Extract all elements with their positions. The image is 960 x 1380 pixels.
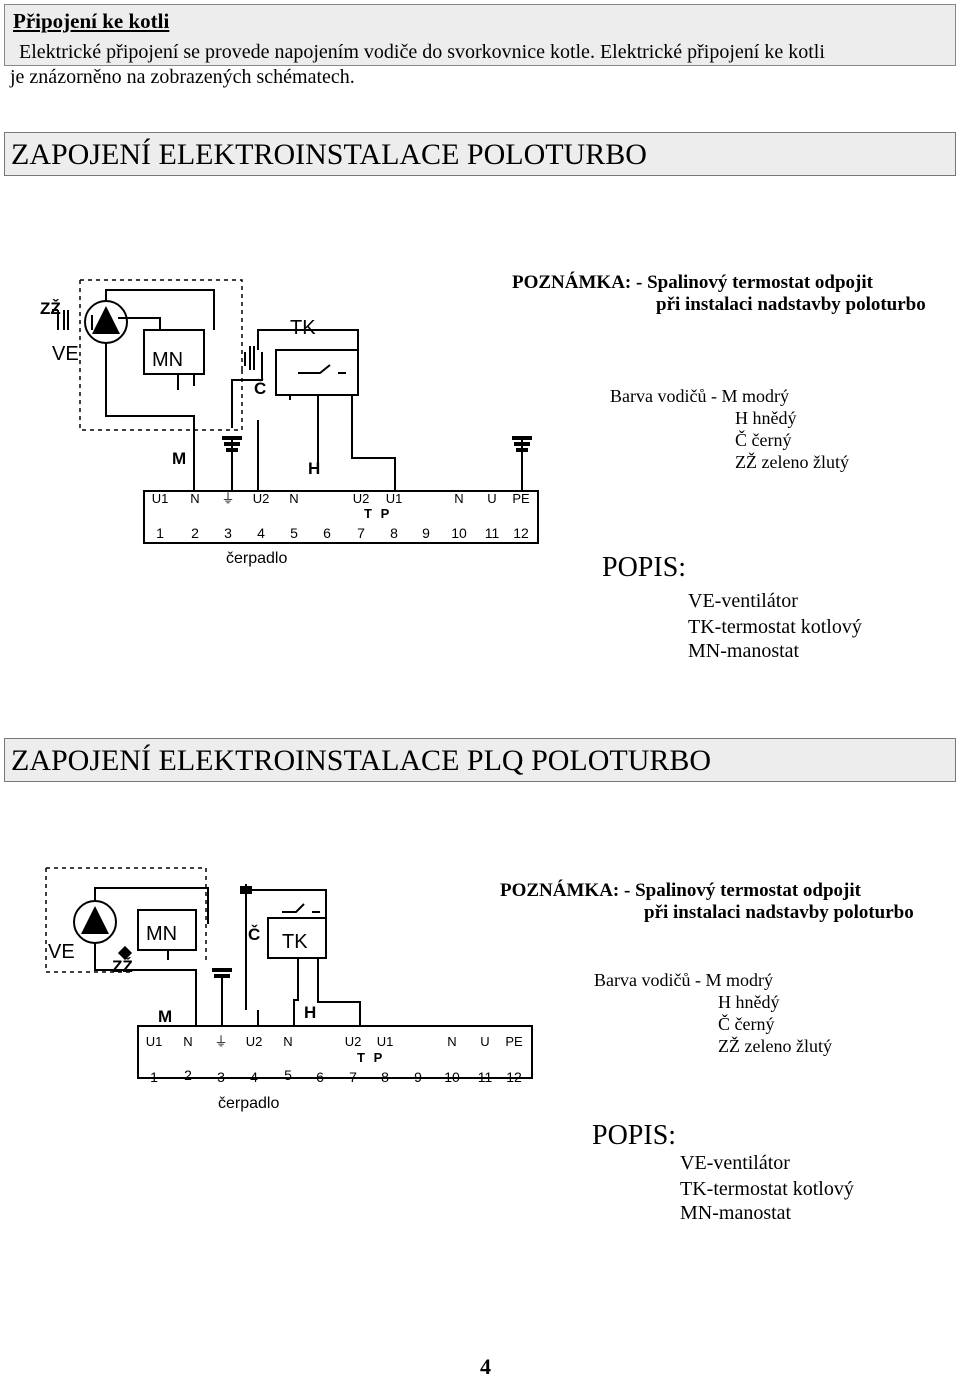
d1-term-num-12: 12: [513, 525, 529, 541]
page-number: 4: [480, 1354, 491, 1379]
s1-colors-line4: ZŽ zeleno žlutý: [735, 452, 849, 472]
d1-term-num-11: 11: [485, 525, 500, 541]
d1-label-c: Č: [254, 379, 266, 398]
intro-title: Připojení ke kotli: [13, 9, 170, 33]
d1-term-label-4: U2: [253, 491, 270, 506]
d1-term-num-10: 10: [451, 525, 467, 541]
d2-term-num-4: 4: [250, 1069, 258, 1085]
d2-term-num-6: 6: [316, 1069, 324, 1085]
d1-term-num-5: 5: [290, 525, 298, 541]
d1-term-label-10: N: [454, 491, 463, 506]
d2-tp-p: P: [374, 1050, 383, 1065]
intro-box: Připojení ke kotli Elektrické připojení …: [4, 4, 956, 66]
d1-label-m: M: [172, 449, 186, 468]
d1-term-num-8: 8: [390, 525, 398, 541]
d2-term-label-8: U1: [377, 1034, 394, 1049]
s1-colors-line2: H hnědý: [735, 408, 797, 428]
s2-colors-line4: ZŽ zeleno žlutý: [718, 1036, 832, 1056]
d1-term-num-3: 3: [224, 525, 232, 541]
section1-header: ZAPOJENÍ ELEKTROINSTALACE POLOTURBO: [4, 132, 956, 176]
d1-term-label-5: N: [289, 491, 298, 506]
d2-label-c: Č: [248, 925, 260, 944]
section2-header: ZAPOJENÍ ELEKTROINSTALACE PLQ POLOTURBO: [4, 738, 956, 782]
section2-title: ZAPOJENÍ ELEKTROINSTALACE PLQ POLOTURBO: [11, 744, 712, 777]
d2-label-mn: MN: [146, 923, 177, 945]
section1-title: ZAPOJENÍ ELEKTROINSTALACE POLOTURBO: [11, 138, 647, 171]
d1-tp-p: P: [381, 506, 390, 521]
d1-term-num-2: 2: [191, 525, 199, 541]
d2-label-tk: TK: [282, 931, 308, 953]
s1-popis-item-1: VE-ventilátor: [688, 590, 798, 612]
s1-popis-item-3: MN-manostat: [688, 640, 800, 662]
d2-term-num-3: 3: [217, 1069, 225, 1085]
s2-colors-line1: Barva vodičů - M modrý: [594, 970, 773, 990]
d2-label-zz: ZŽ: [112, 957, 133, 976]
d1-term-num-7: 7: [357, 525, 365, 541]
d2-term-num-10: 10: [444, 1069, 460, 1085]
s2-note-line2: při instalaci nadstavby poloturbo: [644, 902, 914, 923]
s1-note-line1: POZNÁMKA: - Spalinový termostat odpojit: [512, 272, 873, 293]
d1-term-num-1: 1: [156, 525, 164, 541]
d2-term-label-7: U2: [345, 1034, 362, 1049]
d2-term-label-2: N: [183, 1034, 192, 1049]
d2-term-num-5: 5: [284, 1067, 292, 1083]
d1-label-pump: čerpadlo: [226, 550, 287, 567]
wiring-diagram-2: U1 N ⏚ U2 N U2 U1 N U PE T P 1 2 3 4 5 6…: [45, 867, 533, 1112]
d1-label-zz: ZŽ: [40, 299, 61, 318]
d2-term-label-5: N: [283, 1034, 292, 1049]
d2-term-num-2: 2: [184, 1067, 192, 1083]
s2-note-line1: POZNÁMKA: - Spalinový termostat odpojit: [500, 880, 861, 901]
s1-colors-line3: Č černý: [735, 430, 792, 450]
d1-term-label-2: N: [190, 491, 199, 506]
d2-term-num-11: 11: [478, 1069, 493, 1085]
d1-label-mn: MN: [152, 349, 183, 371]
s2-colors-line3: Č černý: [718, 1014, 775, 1034]
d1-term-num-6: 6: [323, 525, 331, 541]
d2-term-label-1: U1: [146, 1034, 163, 1049]
d2-term-num-9: 9: [414, 1069, 422, 1085]
s1-colors-line1: Barva vodičů - M modrý: [610, 386, 789, 406]
d2-label-pump: čerpadlo: [218, 1095, 279, 1112]
d2-tp-t: T: [357, 1050, 365, 1065]
earth-icon: ⏚: [214, 1034, 227, 1049]
d2-term-label-4: U2: [246, 1034, 263, 1049]
d1-tp-t: T: [364, 506, 372, 521]
s2-popis-title: POPIS:: [592, 1120, 677, 1151]
d2-term-label-11: U: [480, 1034, 489, 1049]
d2-term-num-7: 7: [349, 1069, 357, 1085]
d2-term-num-12: 12: [506, 1069, 522, 1085]
d1-label-h: H: [308, 459, 320, 478]
d2-term-label-12: PE: [505, 1034, 523, 1049]
d1-label-tk: TK: [290, 317, 316, 339]
s1-popis-title: POPIS:: [602, 552, 687, 583]
s2-colors-line2: H hnědý: [718, 992, 780, 1012]
intro-text-line1: Elektrické připojení se provede napojení…: [19, 41, 825, 63]
d2-term-num-1: 1: [150, 1069, 158, 1085]
d1-term-label-1: U1: [152, 491, 169, 506]
d1-term-label-7: U2: [353, 491, 370, 506]
s2-popis-item-2: TK-termostat kotlový: [680, 1178, 854, 1200]
d2-label-ve: VE: [48, 941, 75, 963]
s1-popis-item-2: TK-termostat kotlový: [688, 616, 862, 638]
d1-term-num-4: 4: [257, 525, 265, 541]
wiring-diagram-1: U1 N ⏚ U2 N U2 U1 N U PE T P 1 2 3 4 5 6…: [40, 279, 539, 567]
d2-label-h: H: [304, 1003, 316, 1022]
d1-term-label-8: U1: [386, 491, 403, 506]
d2-label-m: M: [158, 1007, 172, 1026]
s2-popis-item-1: VE-ventilátor: [680, 1152, 790, 1174]
d2-term-num-8: 8: [381, 1069, 389, 1085]
s2-popis-item-3: MN-manostat: [680, 1202, 792, 1224]
d1-label-ve: VE: [52, 343, 79, 365]
d2-term-label-10: N: [447, 1034, 456, 1049]
d1-term-num-9: 9: [422, 525, 430, 541]
d1-term-label-11: U: [487, 491, 496, 506]
intro-text-line2: je znázorněno na zobrazených schématech.: [10, 66, 355, 88]
d1-term-label-12: PE: [512, 491, 530, 506]
earth-icon: ⏚: [221, 491, 234, 506]
s1-note-line2: při instalaci nadstavby poloturbo: [656, 294, 926, 315]
